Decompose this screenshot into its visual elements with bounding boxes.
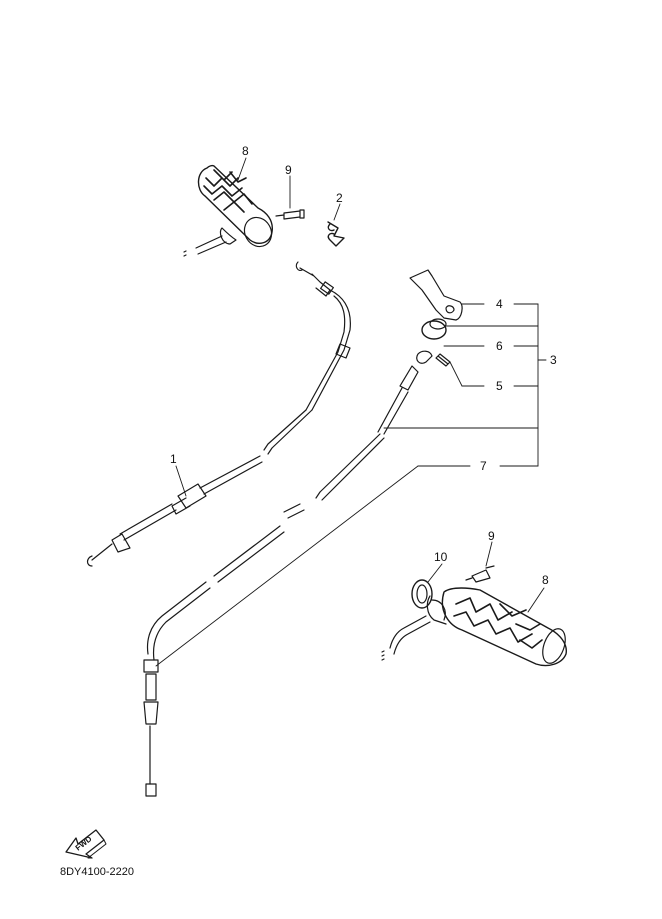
leader-1 bbox=[175, 465, 187, 497]
ring-part-10 bbox=[411, 579, 433, 609]
cable-7-top-fitting bbox=[399, 350, 433, 391]
ring-part-10-inner bbox=[416, 584, 428, 604]
cable-7-housing-b bbox=[283, 503, 305, 519]
left-grip-pattern bbox=[203, 169, 253, 213]
lever-assembly-3 bbox=[399, 269, 463, 391]
cable-1-bottom-end bbox=[86, 533, 131, 567]
cable-1-ferrule-mid bbox=[335, 343, 351, 359]
callout-8-top: 8 bbox=[242, 144, 249, 158]
cable-7-housing-top bbox=[377, 387, 409, 435]
right-grip-end bbox=[542, 628, 566, 664]
left-grip-cable bbox=[195, 235, 227, 255]
lever-part-4 bbox=[409, 269, 463, 321]
cable-1-housing-lower bbox=[199, 455, 263, 495]
cable-1-housing-mid bbox=[263, 409, 313, 455]
callout-2: 2 bbox=[336, 191, 343, 205]
cable-1-lower bbox=[119, 503, 177, 541]
callout-7: 7 bbox=[480, 459, 487, 473]
left-grip-assembly bbox=[183, 164, 273, 257]
callout-1: 1 bbox=[170, 452, 177, 466]
callout-4: 4 bbox=[496, 297, 503, 311]
callout-5: 5 bbox=[496, 379, 503, 393]
callout-8-bottom: 8 bbox=[542, 573, 549, 587]
washer-part bbox=[429, 318, 447, 330]
right-grip-cable-break bbox=[381, 650, 385, 661]
cable-1 bbox=[86, 261, 351, 567]
screw-upper-body bbox=[275, 209, 305, 220]
right-grip-cable bbox=[389, 615, 431, 655]
right-grip-collar bbox=[426, 595, 447, 625]
callout-10: 10 bbox=[434, 550, 448, 564]
clip-part-2 bbox=[327, 203, 345, 247]
clip-shape bbox=[327, 221, 345, 247]
clip-leader bbox=[333, 203, 341, 221]
diagram-code: 8DY4100-2220 bbox=[60, 866, 134, 878]
left-grip-cable-break bbox=[183, 250, 187, 257]
forward-arrow-icon bbox=[65, 829, 105, 859]
left-grip-end bbox=[243, 216, 273, 248]
cable-7-housing-c bbox=[213, 525, 285, 583]
cable-7-housing-a bbox=[315, 433, 385, 501]
right-grip-body bbox=[441, 587, 567, 667]
forward-arrow-shadow bbox=[87, 839, 107, 859]
callout-9-top: 9 bbox=[285, 163, 292, 177]
right-grip-pattern bbox=[453, 597, 543, 649]
cable-1-adjuster bbox=[171, 483, 207, 515]
bolt-part-5 bbox=[435, 353, 451, 367]
cable-7-lower-fitting bbox=[143, 659, 159, 725]
right-grip-assembly bbox=[381, 541, 567, 667]
leader-5a bbox=[449, 361, 463, 387]
screw-lower-body bbox=[465, 565, 495, 583]
callout-3: 3 bbox=[550, 353, 557, 367]
lever-part-4-hole bbox=[445, 305, 455, 314]
screw-upper bbox=[275, 175, 305, 220]
left-grip-collar bbox=[219, 227, 237, 245]
callout-labels: 8 9 2 4 6 3 5 1 7 9 10 8 bbox=[170, 144, 557, 587]
cable-7-housing-d bbox=[146, 581, 211, 661]
cable-1-housing-upper bbox=[305, 289, 351, 411]
nut-part-6 bbox=[421, 320, 447, 340]
forward-arrow: FWD bbox=[65, 829, 107, 859]
cable-7-end bbox=[145, 783, 157, 797]
screw-lower-leader bbox=[485, 541, 493, 567]
callout-leaders bbox=[155, 157, 547, 667]
leader-8-top bbox=[237, 157, 247, 181]
callout-6: 6 bbox=[496, 339, 503, 353]
leader-7c bbox=[155, 465, 419, 667]
callout-9-bottom: 9 bbox=[488, 529, 495, 543]
cable-7 bbox=[143, 387, 409, 797]
leader-10 bbox=[427, 563, 443, 583]
leader-8-bottom bbox=[527, 587, 545, 613]
